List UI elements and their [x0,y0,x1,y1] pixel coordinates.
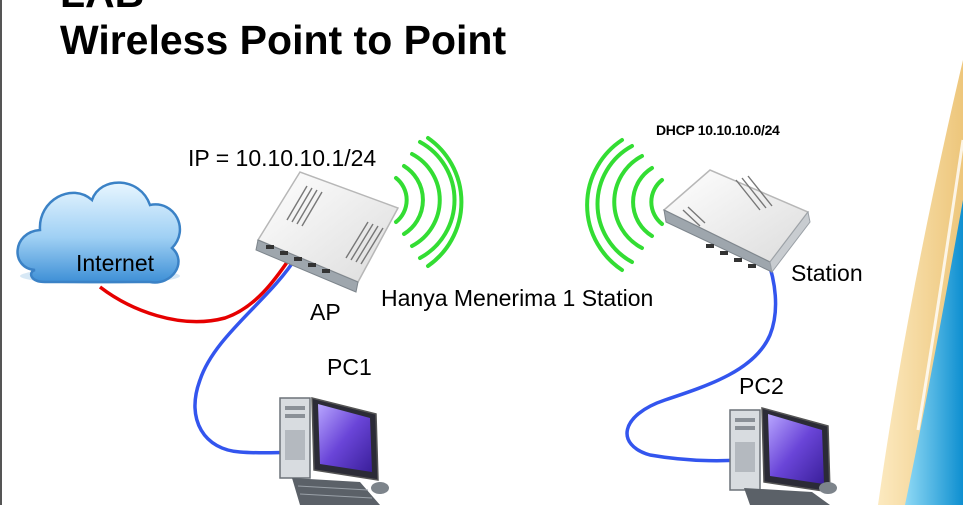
station-wireless-waves-icon [585,138,664,272]
station-router-icon [662,169,811,274]
slide-title-top: LAB [60,0,144,16]
pc2-label: PC2 [739,373,784,399]
ap-wireless-waves-icon [394,136,464,268]
slide-title: Wireless Point to Point [60,17,507,63]
decorative-swoosh [878,60,963,505]
internet-cable [98,257,292,324]
station-label: Station [791,260,863,286]
dhcp-label-box [657,123,894,168]
internet-cloud-icon [16,181,182,284]
pc2-cable [625,257,778,463]
ap-ip-label: IP = 10.10.10.1/24 [188,145,377,171]
internet-label: Internet [76,250,154,276]
pc2-computer-icon [729,407,837,505]
message-label: Hanya Menerima 1 Station [381,285,654,311]
ap-router-icon [255,171,400,293]
pc1-cable [193,255,309,455]
dhcp-label: DHCP 10.10.10.0/24 [656,122,780,138]
pc1-label: PC1 [327,354,372,380]
pc1-computer-icon [279,397,389,505]
ap-label: AP [310,299,341,325]
slide-left-border [0,0,2,505]
